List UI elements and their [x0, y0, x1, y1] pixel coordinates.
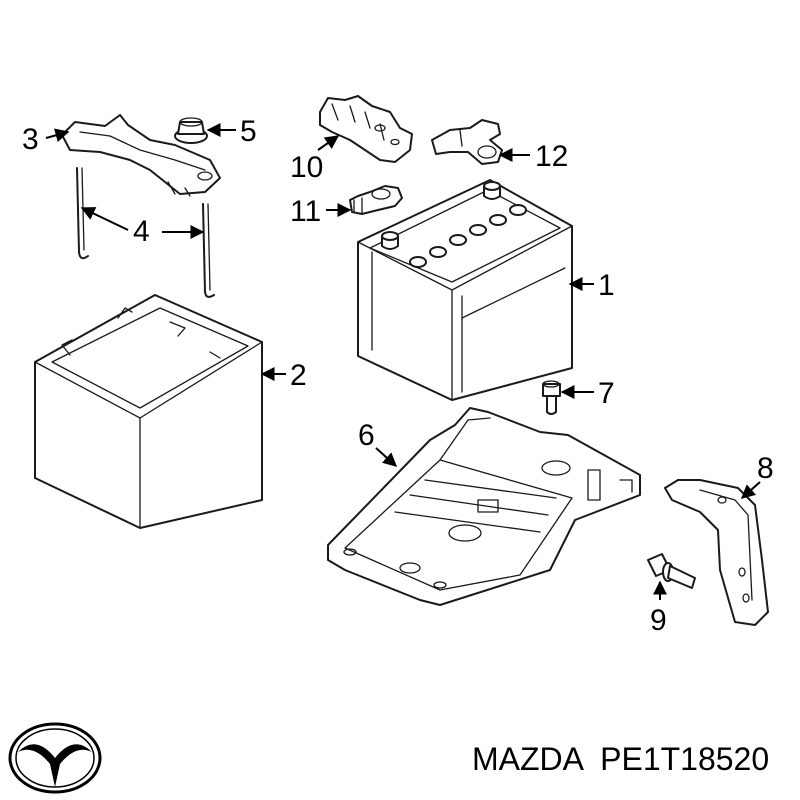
- callout-10: 10: [290, 151, 323, 184]
- flange-bolt: [647, 553, 696, 589]
- callout-11: 11: [290, 195, 321, 228]
- battery: [357, 179, 573, 401]
- battery-tray: [327, 407, 641, 606]
- negative-terminal-clamp: [431, 119, 503, 165]
- hold-down-clamp: [61, 114, 221, 197]
- mazda-logo-icon: [8, 722, 102, 794]
- callout-1: 1: [598, 269, 615, 302]
- callout-7: 7: [598, 377, 615, 410]
- brand-name: MAZDA: [472, 741, 585, 777]
- callout-numbers: 1 2 3 4 5 6 7 8 9 10 11 12: [22, 115, 774, 637]
- brand-part-label: MAZDA PE1T18520: [472, 741, 769, 777]
- part-number: PE1T18520: [600, 741, 769, 777]
- terminal-connector-block: [319, 95, 413, 163]
- callout-8: 8: [757, 452, 774, 485]
- support-bracket: [664, 479, 769, 626]
- callout-2: 2: [290, 359, 307, 392]
- callout-12: 12: [535, 140, 568, 173]
- callout-3: 3: [22, 123, 39, 156]
- callout-4: 4: [133, 215, 150, 248]
- callout-6: 6: [358, 419, 375, 452]
- callout-9: 9: [650, 604, 667, 637]
- leader-lines: [45, 123, 761, 600]
- flange-nut: [174, 117, 208, 144]
- tray-bolt: [542, 380, 561, 415]
- positive-terminal-clamp: [349, 185, 403, 215]
- callout-5: 5: [240, 115, 257, 148]
- battery-cover: [34, 294, 263, 529]
